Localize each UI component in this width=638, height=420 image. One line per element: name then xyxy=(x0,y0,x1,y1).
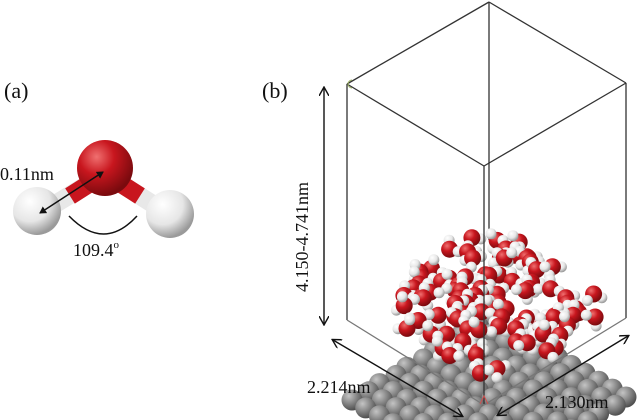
panel-a: (a) 0.11nm 109.4o xyxy=(0,78,194,260)
water-molecule-3d xyxy=(390,291,413,316)
width-dimension-label: 2.130nm xyxy=(545,392,609,412)
length-dimension-label: 2.214nm xyxy=(307,377,371,397)
water-molecule-3d xyxy=(491,247,518,267)
water-molecule-3d xyxy=(467,316,488,343)
water-molecule-3d xyxy=(472,297,496,321)
substrate-atom xyxy=(468,412,489,420)
simulation-box-back xyxy=(346,1,627,240)
panel-a-label: (a) xyxy=(4,78,28,103)
bond-length-label: 0.11nm xyxy=(0,164,54,184)
water-molecule-3d xyxy=(542,274,565,298)
hydrogen-atom-left xyxy=(13,187,61,235)
water-molecule-3d xyxy=(510,282,534,305)
oxygen-atom xyxy=(77,140,133,196)
water-layer xyxy=(390,228,608,384)
height-dimension-label: 4.150-4.741nm xyxy=(292,182,312,292)
corner-marker xyxy=(347,79,353,89)
panel-b-label: (b) xyxy=(262,78,288,103)
bond-angle-arc xyxy=(68,215,138,235)
hydrogen-atom-right xyxy=(146,190,194,238)
bond-angle-label: 109.4o xyxy=(73,239,120,260)
water-molecule-3d xyxy=(581,285,608,306)
water-molecule-3d xyxy=(423,306,447,330)
length-dimension-arrow xyxy=(333,340,462,416)
origin-marker xyxy=(479,394,489,405)
water-molecule-3d xyxy=(392,314,416,337)
width-dimension-arrow xyxy=(498,336,628,415)
bond-length-arrow xyxy=(39,171,104,214)
water-molecule xyxy=(13,140,194,238)
water-molecule-3d xyxy=(580,308,604,332)
panel-b: (b) 4.150-4.741nm 2.214nm 2.130n xyxy=(262,1,637,420)
